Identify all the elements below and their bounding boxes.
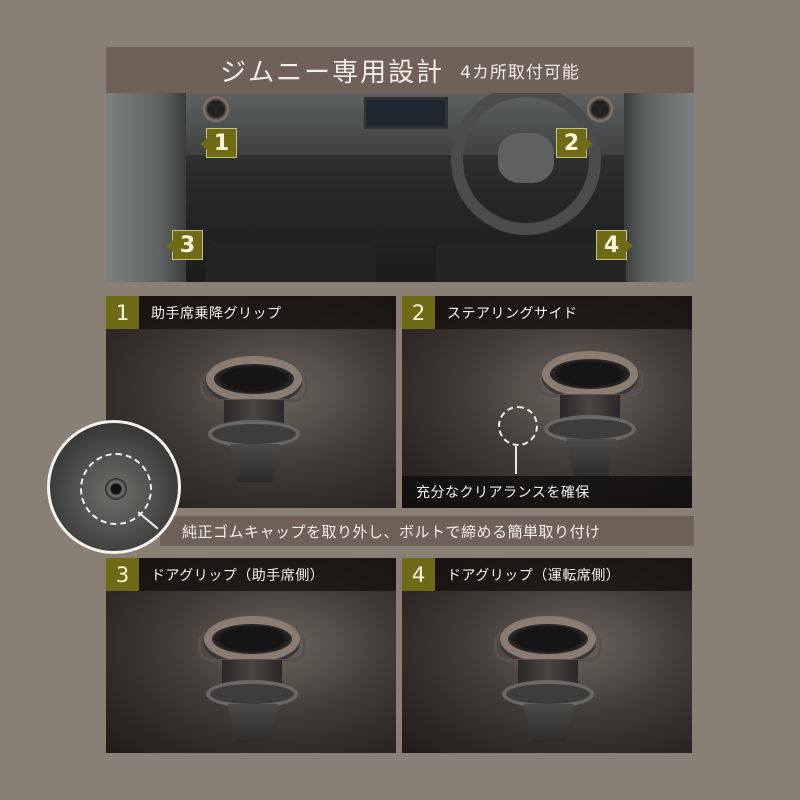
bolt-highlight	[80, 453, 152, 525]
install-note-band: 純正ゴムキャップを取り外し、ボルトで締める簡単取り付け	[160, 516, 694, 546]
panel-number: 1	[106, 296, 139, 329]
arrow-left-icon	[166, 240, 173, 252]
driver-seat	[436, 243, 626, 282]
bolt-icon	[105, 478, 127, 500]
panel-label: ドアグリップ（運転席側）	[447, 567, 621, 584]
clearance-caption: 充分なクリアランスを確保	[402, 476, 692, 508]
location-marker-3: 3	[166, 230, 203, 260]
clearance-highlight	[498, 406, 538, 446]
location-marker-2: 2	[556, 128, 593, 158]
bolt-detail-inset	[47, 420, 181, 554]
panel-steering-side: 2 ステアリングサイド 充分なクリアランスを確保	[402, 296, 692, 508]
panel-header: 3 ドアグリップ（助手席側）	[106, 558, 396, 591]
navigation-screen	[364, 97, 448, 129]
marker-number: 3	[179, 232, 196, 258]
air-vent-left	[202, 95, 230, 123]
page-title: ジムニー専用設計	[220, 57, 445, 88]
arrow-right-icon	[586, 138, 593, 150]
panel-label: 助手席乗降グリップ	[151, 305, 282, 322]
panel-number: 2	[402, 296, 435, 329]
panel-label: ドアグリップ（助手席側）	[151, 567, 325, 584]
panel-door-grip-passenger: 3 ドアグリップ（助手席側）	[106, 558, 396, 753]
passenger-seat	[206, 243, 376, 282]
panel-number: 4	[402, 558, 435, 591]
page-subtitle: 4カ所取付可能	[460, 62, 580, 83]
panel-label: ステアリングサイド	[447, 305, 578, 322]
steering-hub	[498, 133, 554, 183]
arrow-right-icon	[626, 240, 633, 252]
panel-header: 4 ドアグリップ（運転席側）	[402, 558, 692, 591]
location-marker-4: 4	[596, 230, 633, 260]
marker-number: 4	[603, 232, 620, 258]
marker-number: 1	[213, 130, 230, 156]
panel-passenger-grip: 1 助手席乗降グリップ	[106, 296, 396, 508]
leader-line	[515, 446, 517, 474]
driver-door	[624, 93, 694, 282]
air-vent-right	[586, 95, 614, 123]
title-banner: ジムニー専用設計 4カ所取付可能	[106, 47, 694, 93]
dashboard-overview-photo: 1 2 3 4	[106, 93, 694, 282]
install-note: 純正ゴムキャップを取り外し、ボルトで締める簡単取り付け	[182, 522, 601, 541]
marker-number: 2	[563, 130, 580, 156]
location-marker-1: 1	[200, 128, 237, 158]
arrow-left-icon	[200, 138, 207, 150]
panel-header: 2 ステアリングサイド	[402, 296, 692, 329]
panel-door-grip-driver: 4 ドアグリップ（運転席側）	[402, 558, 692, 753]
panel-header: 1 助手席乗降グリップ	[106, 296, 396, 329]
panel-number: 3	[106, 558, 139, 591]
